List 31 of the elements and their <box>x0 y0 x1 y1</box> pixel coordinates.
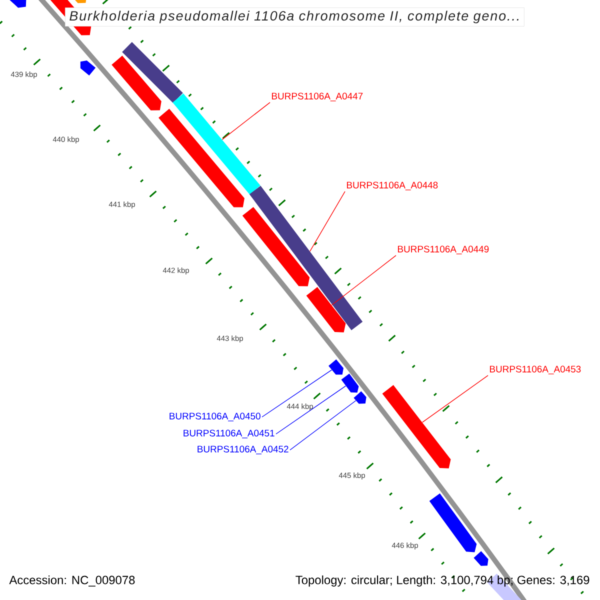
leader-line <box>422 375 488 423</box>
gene-segment <box>382 385 451 468</box>
leader-line <box>331 255 396 306</box>
gene-label: BURPS1106A_A0453 <box>490 366 581 374</box>
gene-segment <box>306 287 346 332</box>
gene-segment <box>80 60 96 76</box>
gene-label: BURPS1106A_A0452 <box>198 446 288 454</box>
leader-line <box>222 102 270 140</box>
gene-segment <box>112 56 162 110</box>
footer-text: Accession: NC_009078 <box>9 576 135 587</box>
gene-segment <box>429 493 477 552</box>
gene-segment <box>242 206 310 286</box>
gene-label: BURPS1106A_A0451 <box>184 430 274 438</box>
footer-text: Topology: circular; Length: 3,100,794 bp; Genes: 3,169 <box>296 575 590 587</box>
gene-segment <box>328 359 344 375</box>
gene-label: BURPS1106A_A0447 <box>272 92 363 102</box>
leader-line <box>310 191 346 252</box>
gene-segment <box>172 94 260 194</box>
gene-segment <box>354 391 366 404</box>
gene-segment <box>10 0 26 8</box>
gene-label: BURPS1106A_A0448 <box>346 182 438 190</box>
gene-segment <box>474 551 488 566</box>
gene-segment <box>341 374 359 393</box>
gene-label: BURPS1106A_A0449 <box>398 246 489 254</box>
gene-segment <box>122 42 183 103</box>
leader-line <box>262 370 332 418</box>
leader-line <box>276 386 346 434</box>
gene-segment <box>158 108 244 208</box>
leader-line <box>290 400 356 450</box>
title-banner: Burkholderia pseudomallei 1106a chromosome II, complete geno... <box>65 8 524 26</box>
gene-label: BURPS1106A_A0450 <box>170 412 260 422</box>
